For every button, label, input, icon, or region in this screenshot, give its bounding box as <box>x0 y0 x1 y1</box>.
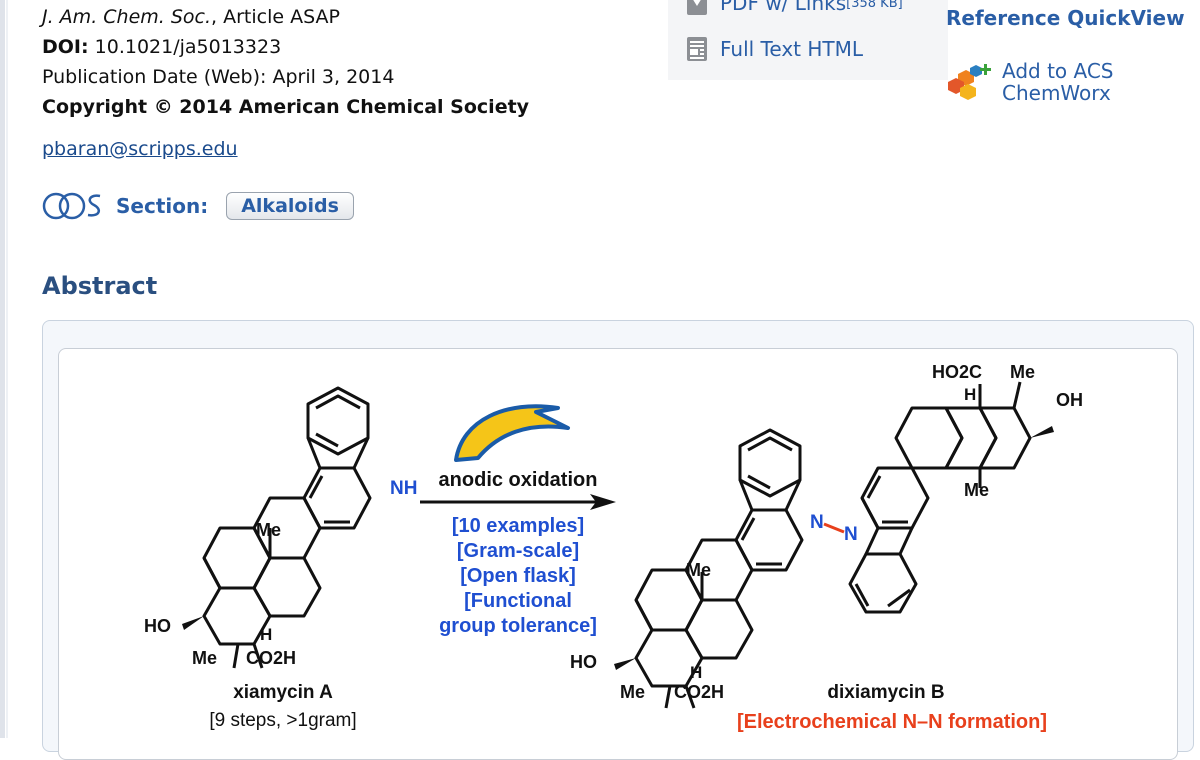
add-to-acs-label: Add to ACS ChemWorx <box>1002 59 1114 105</box>
reactant-me-label: Me <box>256 520 281 540</box>
reactant-h-label: H <box>260 625 272 644</box>
copyright: Copyright © 2014 American Chemical Socie… <box>42 96 530 118</box>
product-n-label-2: N <box>844 524 858 545</box>
product-me-top-label: Me <box>1010 362 1035 382</box>
reactant-ho-label: HO <box>144 616 171 636</box>
reactant-note: [9 steps, >1gram] <box>209 710 356 731</box>
article-metadata: J. Am. Chem. Soc., Article ASAP DOI: 10.… <box>42 2 529 122</box>
pdf-link[interactable]: PDF w/ Links[358 KB] <box>686 0 903 16</box>
document-icon <box>687 37 707 61</box>
product-right-benzene <box>848 552 918 614</box>
product-me-bottom-label: Me <box>964 480 989 500</box>
author-email-link[interactable]: pbaran@scripps.edu <box>42 138 238 160</box>
condition-4: [Functional <box>464 590 572 612</box>
reactant-co2h-label: CO2H <box>246 648 296 668</box>
citation-line: J. Am. Chem. Soc., Article ASAP <box>42 2 529 32</box>
doi-value: 10.1021/ja5013323 <box>94 36 282 58</box>
reaction-arrowhead <box>590 494 616 510</box>
condition-1: [10 examples] <box>452 515 584 537</box>
product-ho-label: HO <box>570 652 597 672</box>
product-h-top-label: H <box>964 385 976 404</box>
product-co2h-label: CO2H <box>674 682 724 702</box>
doi-label: DOI: <box>42 36 89 58</box>
condition-5: group tolerance] <box>439 615 597 637</box>
left-border <box>0 0 5 738</box>
doi-line: DOI: 10.1021/ja5013323 <box>42 32 529 62</box>
reactant-ho-wedge <box>182 616 204 630</box>
abstract-heading: Abstract <box>42 272 158 300</box>
condition-2: [Gram-scale] <box>457 540 579 562</box>
arrow-label: anodic oxidation <box>439 469 598 491</box>
n-n-bond <box>823 522 845 534</box>
product-note: [Electrochemical N–N formation] <box>737 711 1047 733</box>
journal-name: J. Am. Chem. Soc. <box>42 6 212 28</box>
product-me2-label: Me <box>620 682 645 702</box>
product-oh-label: OH <box>1056 390 1083 410</box>
reference-quickview-link[interactable]: Reference QuickView <box>946 6 1185 30</box>
product-n-label-1: N <box>810 512 824 533</box>
lightning-bolt-icon <box>454 404 570 462</box>
abstract-reaction-scheme: NH Me HO H Me CO2H xiamycin A [9 steps, … <box>144 362 1083 733</box>
download-panel <box>668 0 948 80</box>
section-label: Section: <box>116 194 209 218</box>
reactant-nh-label: NH <box>390 478 417 499</box>
article-status: , Article ASAP <box>211 6 340 28</box>
product-left-benzene <box>738 428 802 498</box>
full-text-html-link[interactable]: Full Text HTML <box>686 36 863 62</box>
product-ho2c-label: HO2C <box>932 362 982 382</box>
full-text-html-label: Full Text HTML <box>720 37 864 61</box>
reactant-name: xiamycin A <box>233 682 333 703</box>
pdf-link-label: PDF w/ Links <box>720 0 847 15</box>
product-h-label: H <box>690 663 702 682</box>
product-name: dixiamycin B <box>827 682 944 703</box>
product-me-label: Me <box>686 560 711 580</box>
cas-logo-icon <box>42 192 101 220</box>
publication-date: Publication Date (Web): April 3, 2014 <box>42 66 395 88</box>
reactant-benzene-ring <box>306 386 370 456</box>
pdf-icon <box>687 0 707 15</box>
cas-section-row: Section: Alkaloids <box>42 188 354 224</box>
reactant-me2-label: Me <box>192 648 217 668</box>
left-border-inner <box>6 0 8 738</box>
pdf-size: [358 KB] <box>846 0 903 11</box>
condition-3: [Open flask] <box>460 565 576 587</box>
add-to-acs-chemworx-link[interactable]: Add to ACS ChemWorx <box>946 60 1114 104</box>
section-alkaloids-button[interactable]: Alkaloids <box>226 192 354 220</box>
acs-chemworx-icon <box>948 64 991 100</box>
